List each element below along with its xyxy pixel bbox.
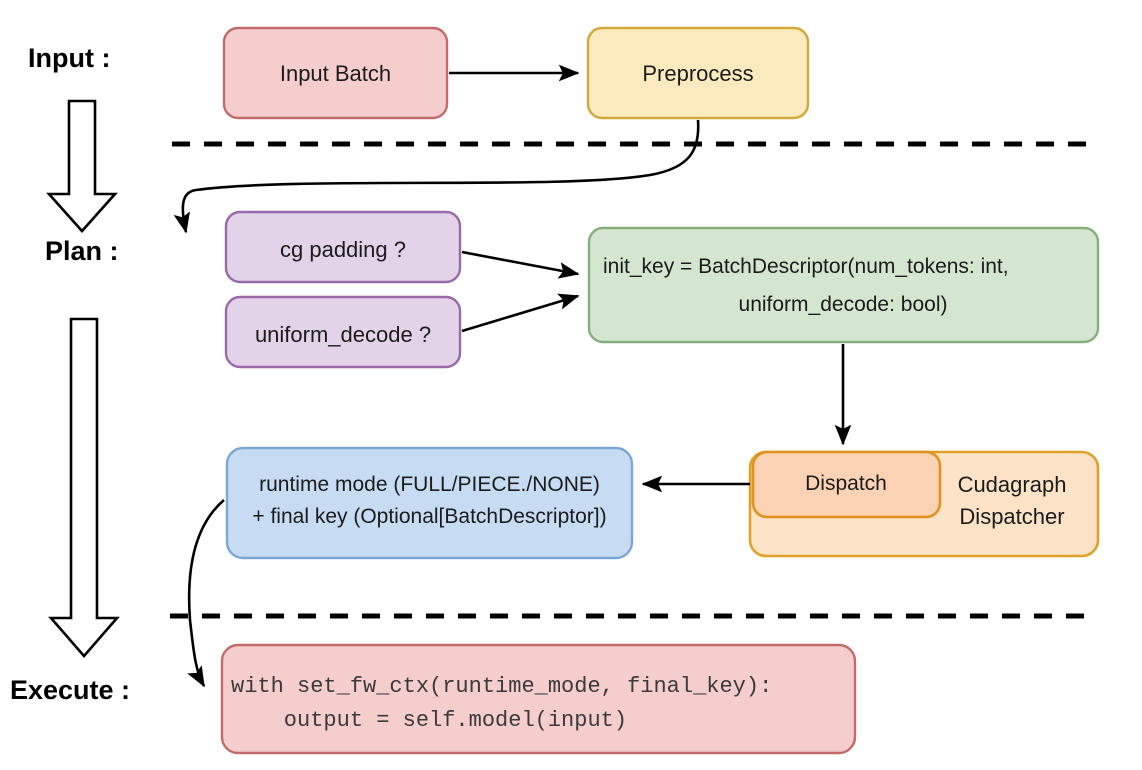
edge-uniform-decode-to-init-key [461, 293, 580, 333]
edge-preprocess-to-cg-padding [173, 119, 700, 234]
dispatch-label: Dispatch [805, 472, 887, 495]
execute-code-line1: with set_fw_ctx(runtime_mode, final_key)… [231, 674, 772, 699]
stage-label-execute: Execute : [10, 675, 130, 705]
cudagraph-dispatcher-label-line1: Cudagraph [958, 472, 1067, 497]
execute-code-line2: output = self.model(input) [231, 708, 627, 733]
runtime-mode-label-line1: runtime mode (FULL/PIECE./NONE) [259, 473, 600, 496]
input-batch-box[interactable] [222, 26, 449, 120]
node-uniform-decode[interactable]: uniform_decode ? [224, 295, 462, 369]
node-cg-padding[interactable]: cg padding ? [224, 210, 462, 284]
stage-label-input: Input : [28, 43, 110, 73]
input-to-plan-arrow [46, 99, 118, 233]
init-key-label-line2: uniform_decode: bool) [739, 293, 948, 316]
preprocess-box[interactable] [586, 26, 810, 120]
uniform-decode-box[interactable] [224, 295, 462, 369]
runtime-mode-box[interactable] [225, 446, 634, 560]
init-key-label-line1: init_key = BatchDescriptor(num_tokens: i… [603, 255, 1009, 278]
node-input-batch[interactable]: Input Batch [222, 26, 449, 120]
input-batch-label: Input Batch [280, 61, 391, 86]
node-dispatch[interactable]: Dispatch [751, 450, 942, 519]
dispatch-box[interactable] [751, 450, 942, 519]
uniform-decode-label: uniform_decode ? [255, 322, 431, 347]
node-preprocess[interactable]: Preprocess [586, 26, 810, 120]
preprocess-label: Preprocess [642, 61, 753, 86]
edge-cg-padding-to-init-key [461, 250, 580, 279]
edge-runtime-mode-to-execute-code [187, 499, 225, 688]
plan-to-execute-arrow [48, 317, 120, 658]
init-key-box[interactable] [587, 226, 1100, 344]
cg-padding-label: cg padding ? [280, 237, 406, 262]
execute-code-box[interactable] [220, 643, 857, 755]
cg-padding-box[interactable] [224, 210, 462, 284]
runtime-mode-label-line2: + final key (Optional[BatchDescriptor]) [252, 505, 606, 528]
node-execute-code[interactable]: with set_fw_ctx(runtime_mode, final_key)… [220, 643, 857, 755]
node-runtime-mode[interactable]: runtime mode (FULL/PIECE./NONE) + final … [225, 446, 634, 560]
node-init-key[interactable]: init_key = BatchDescriptor(num_tokens: i… [587, 226, 1100, 344]
stage-label-plan: Plan : [45, 236, 119, 266]
cudagraph-dispatcher-label-line2: Dispatcher [959, 504, 1064, 529]
